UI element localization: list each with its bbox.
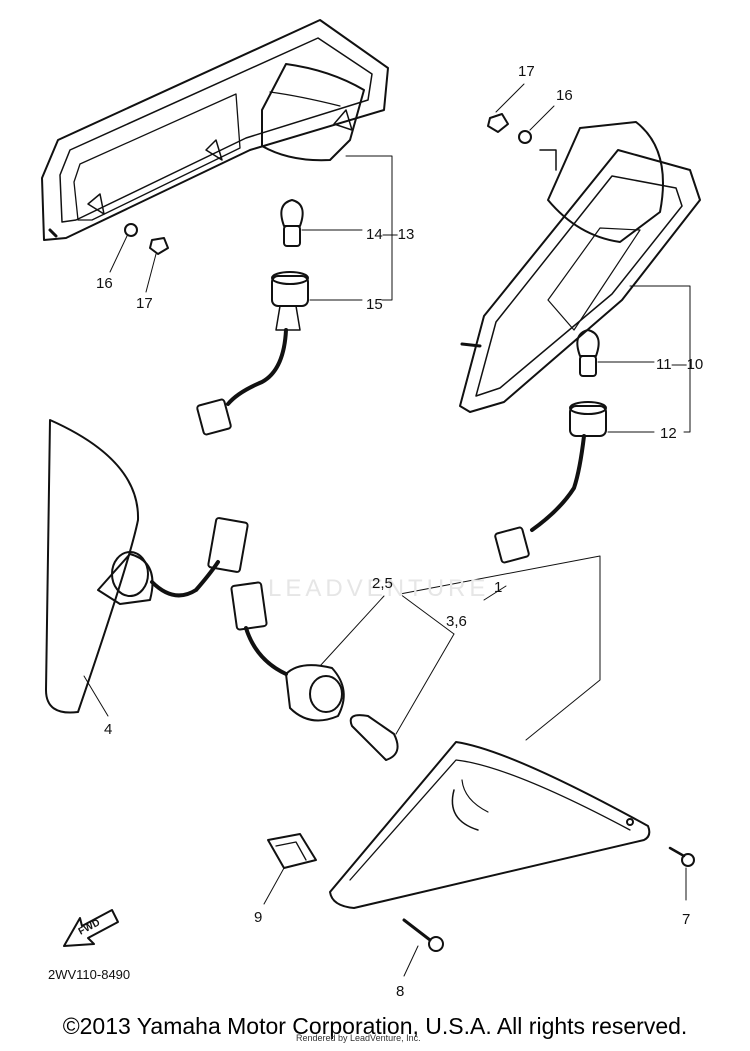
callout-8: 8 [396, 983, 405, 1000]
watermark: LEADVENTURE [268, 575, 490, 602]
callout-9: 9 [254, 909, 263, 926]
socket-12-icon [494, 401, 607, 564]
callout-16-right: 16 [556, 87, 573, 104]
callout-4: 4 [104, 721, 113, 738]
washer-16-right-icon [518, 130, 532, 144]
socket-15-icon [196, 271, 309, 436]
render-credit: Rendered by LeadVenture, Inc. [296, 1033, 421, 1043]
socket-2-5-icon [230, 581, 345, 722]
screw-7-icon [668, 846, 695, 867]
callout-3-6: 3,6 [446, 613, 467, 630]
clip-9-icon [267, 833, 317, 869]
callout-17-right: 17 [518, 63, 535, 80]
part-code: 2WV110-8490 [48, 967, 131, 982]
callout-11-10: 11—10 [656, 356, 704, 373]
copyright-notice: ©2013 Yamaha Motor Corporation, U.S.A. A… [62, 1013, 688, 1039]
right-rear-signal-housing [459, 121, 701, 413]
forward-arrow-icon [63, 909, 119, 947]
callout-17-left: 17 [136, 295, 153, 312]
callout-14-13: 14—13 [366, 226, 415, 243]
bulb-11-icon [576, 329, 600, 377]
nut-17-left-icon [149, 237, 169, 255]
front-signal-4 [45, 419, 249, 717]
callout-7: 7 [682, 911, 691, 928]
screw-8-icon [402, 918, 444, 952]
left-rear-signal-housing [41, 19, 389, 241]
lens-1 [329, 741, 651, 909]
washer-16-left-icon [124, 223, 138, 237]
callout-12: 12 [660, 425, 677, 442]
bulb-3-6-icon [349, 714, 399, 761]
callout-15: 15 [366, 296, 383, 313]
callout-2-5: 2,5 [372, 575, 393, 592]
callout-1: 1 [494, 579, 503, 596]
nut-17-right-icon [487, 113, 509, 133]
bulb-14-icon [280, 199, 304, 247]
callout-16-left: 16 [96, 275, 113, 292]
